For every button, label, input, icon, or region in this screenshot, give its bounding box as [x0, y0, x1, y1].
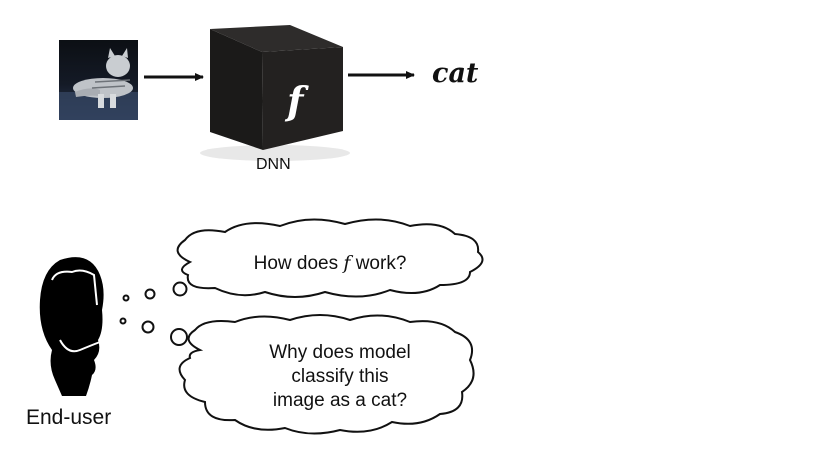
- dnn-black-box-cube: [200, 25, 350, 161]
- thought-question-how-prefix: How does: [253, 253, 344, 274]
- thought-question-why-line-2: classify this: [291, 366, 389, 387]
- output-prediction-label: cat: [432, 58, 479, 89]
- model-label: DNN: [256, 156, 291, 173]
- thought-question-why-line-3: image as a cat?: [272, 390, 408, 411]
- end-user-label: End-user: [26, 406, 112, 429]
- input-cat-image: [59, 40, 138, 120]
- thought-cloud-upper: [176, 218, 484, 298]
- function-symbol-inline: f: [343, 252, 351, 274]
- thought-question-why: Why does model classify this image as a …: [240, 341, 440, 413]
- model-function-symbol: f: [287, 78, 304, 123]
- thought-cloud-lower: [178, 314, 475, 435]
- thought-question-why-line-1: Why does model: [269, 342, 411, 363]
- thought-dots-upper: [122, 281, 188, 302]
- end-user-silhouette-icon: [39, 257, 104, 396]
- thought-question-how-suffix: work?: [350, 253, 407, 274]
- thought-question-how: How does f work?: [225, 251, 435, 276]
- thought-dots-lower: [119, 317, 188, 346]
